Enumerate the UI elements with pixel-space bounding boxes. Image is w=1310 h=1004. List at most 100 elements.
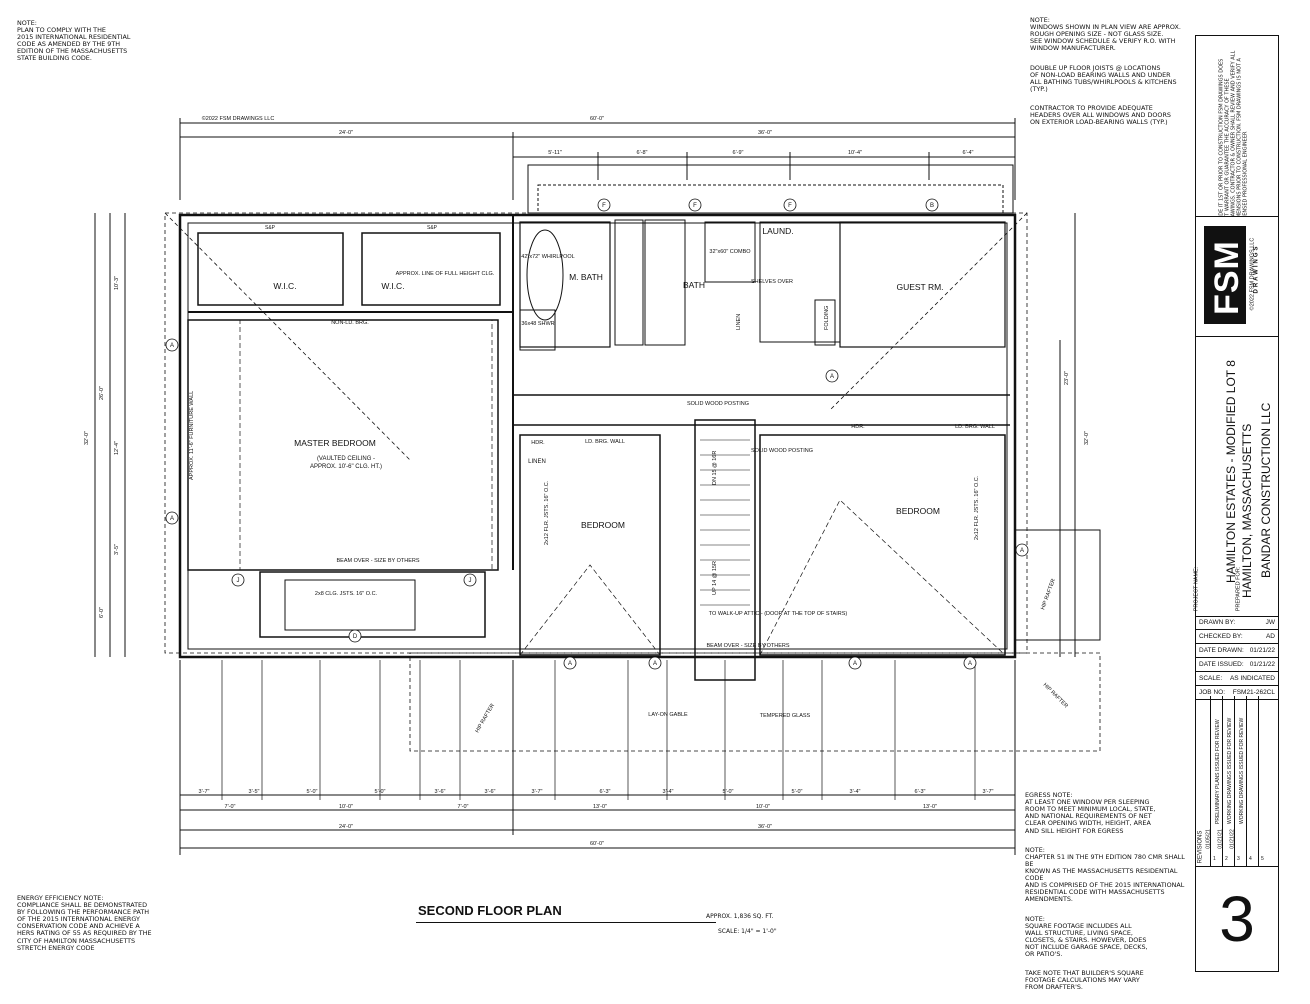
project-city: HAMILTON, MASSACHUSETTS [1240,423,1254,598]
dim-bottom-7: 3'-7" [532,789,543,795]
dim-bottom-13: 6'-3" [915,789,926,795]
dim-bottom-12: 3'-4" [850,789,861,795]
revision-row-5: 5 [1258,696,1279,866]
dim-bottom-5: 3'-6" [435,789,446,795]
hip-rafter-label-1: HIP RAFTER [475,703,497,734]
dim-bottom2-2: 10'-0" [339,804,353,810]
lay-on-label: LAY-ON GABLE [648,712,688,718]
code-note: NOTE: PLAN TO COMPLY WITH THE 2015 INTER… [17,19,131,63]
logo-block [1204,226,1246,324]
stair-up-label: UP 14 @ 15R [712,561,718,595]
sqft-note: NOTE: SQUARE FOOTAGE INCLUDES ALL WALL S… [1025,914,1148,959]
hip-rafter-label-3: HIP RAFTER [1040,578,1057,611]
beam-over-label-2: BEAM OVER - SIZE BY OTHERS [706,643,789,649]
scale-value: AS INDICATED [1229,675,1275,682]
solid-wood-label-2: SOLID WOOD POSTING [751,448,813,454]
whirlpool-label: 42"x72" WHIRLPOOL [521,254,574,260]
sap-label-2: S&P [427,225,438,231]
dim-bottom-right: 36'-0" [758,824,772,830]
dim-top-seg-5: 6'-4" [963,150,974,156]
revision-date-2: 01/21/21 [1217,829,1224,849]
job-label: JOB NO: [1199,689,1226,696]
window-note: NOTE: WINDOWS SHOWN IN PLAN VIEW ARE APP… [1030,16,1181,53]
dim-top-seg-4: 10'-4" [848,150,862,156]
master-subtitle-2: APPROX. 10'-6" CLG. HT.) [310,464,382,470]
scale-label: SCALE: [1199,675,1223,682]
checked-by-label: CHECKED BY: [1199,633,1243,640]
revision-row-4: 4 [1246,696,1259,866]
non-ld-brg-label: NON-LD. BRG. [331,320,369,326]
window-tag-f2: F [693,203,697,209]
revision-row-3: 3 01/21/22 WORKING DRAWINGS ISSUED FOR R… [1230,696,1247,866]
project-name: HAMILTON ESTATES - MODIFIED LOT 8 [1224,360,1238,583]
window-tag-d: D [353,634,358,640]
dim-overall-bottom: 60'-0" [590,841,604,847]
dim-top-seg-3: 6'-9" [733,150,744,156]
project-box: PROJECT NAME: HAMILTON ESTATES - MODIFIE… [1193,336,1278,617]
revision-row-2: 2 01/21/21 WORKING DRAWINGS ISSUED FOR R… [1218,696,1235,866]
dim-bottom-3: 5'-0" [307,789,318,795]
shelves-label: SHELVES OVER [751,279,793,285]
dim-top-seg-1: 5'-11" [548,150,562,156]
furniture-wall-label: APPROX. 11'-6" FURNITURE WALL [189,391,195,480]
info-rows: DRAWN BY:JW CHECKED BY:AD DATE DRAWN:01/… [1196,616,1278,700]
disclaimer-box: MADE IT 1ST OR PRIOR TO CONSTRUCTION FSM… [1196,36,1278,217]
flr-jsts-label-2: 2x12 FLR. JSTS. 16" O.C. [974,475,980,540]
dim-bottom2-1: 7'-0" [225,804,236,810]
date-issued: 01/21/22 [1249,661,1275,668]
window-tag-a6: A [968,661,972,667]
date-drawn-label: DATE DRAWN: [1199,647,1244,654]
job-row: JOB NO:FSM21-262CL [1196,686,1278,700]
room-bath: BATH [683,280,705,290]
dim-left-1: 10'-3" [114,276,120,290]
logo-box: FSM DRAWINGS ©2022 FSM DRAWINGS LLC [1196,216,1278,337]
logo-copyright: ©2022 FSM DRAWINGS LLC [1249,237,1256,311]
dim-left-4: 3'-5" [114,544,120,555]
revisions-box: REVISIONS 1 01/05/21 PRELIMINARY PLANS I… [1196,696,1278,867]
linen-label-2: LINEN [736,314,742,330]
ld-brg-label-2: LD. BRG. WALL [955,424,995,430]
checked-by: AD [1265,633,1275,640]
builder-note: TAKE NOTE THAT BUILDER'S SQUARE FOOTAGE … [1025,969,1144,992]
window-tag-a2: A [170,516,174,522]
dim-bottom-8: 6'-3" [600,789,611,795]
plan-title-underline [416,922,716,923]
room-bedroom-1: BEDROOM [581,520,625,530]
dim-left-top: 24'-0" [339,130,353,136]
beam-over-label-1: BEAM OVER - SIZE BY OTHERS [336,558,419,564]
hdr-label-1: HDR. [531,440,545,446]
room-master-bath: M. BATH [569,272,603,282]
revision-no-1: 1 [1213,856,1216,862]
revision-desc-3: WORKING DRAWINGS ISSUED FOR REVIEW [1239,717,1245,824]
window-tag-j1: J [237,578,240,584]
date-issued-row: DATE ISSUED:01/21/22 [1196,658,1278,672]
window-tag-a5: A [853,661,857,667]
title-block: MADE IT 1ST OR PRIOR TO CONSTRUCTION FSM… [1193,35,1279,972]
energy-note: ENERGY EFFICIENCY NOTE: COMPLIANCE SHALL… [17,894,152,952]
folding-label: FOLDING [824,306,830,330]
plan-scale: SCALE: 1/4" = 1'-0" [718,928,777,935]
window-tag-f1: F [602,203,606,209]
shower-label: 36x48 SHWR [521,321,554,327]
dim-bottom2-3: 7'-0" [458,804,469,810]
dim-bottom2-6: 13'-0" [923,804,937,810]
window-tag-a4: A [653,661,657,667]
room-laundry: LAUND. [762,226,793,236]
window-tag-a8: A [1020,548,1024,554]
dim-bottom-11: 5'-0" [792,789,803,795]
revision-date-1: 01/05/21 [1205,829,1212,849]
window-tag-f3: F [788,203,792,209]
hdr-label-2: HDR. [851,424,865,430]
prepared-label: PREPARED FOR: [1235,566,1242,612]
dim-bottom-left: 24'-0" [339,824,353,830]
dim-bottom-9: 3'-4" [663,789,674,795]
window-tag-j2: J [469,578,472,584]
window-tag-b: B [930,203,934,209]
revision-date-3: 01/21/22 [1229,829,1236,849]
header-note: CONTRACTOR TO PROVIDE ADEQUATE HEADERS O… [1030,104,1171,127]
revision-no-3: 3 [1237,856,1240,862]
dim-overall-top: 60'-0" [590,116,604,122]
plan-title: SECOND FLOOR PLAN [418,903,562,918]
room-wic-2: W.I.C. [381,281,404,291]
dim-bottom-2: 3'-5" [249,789,260,795]
